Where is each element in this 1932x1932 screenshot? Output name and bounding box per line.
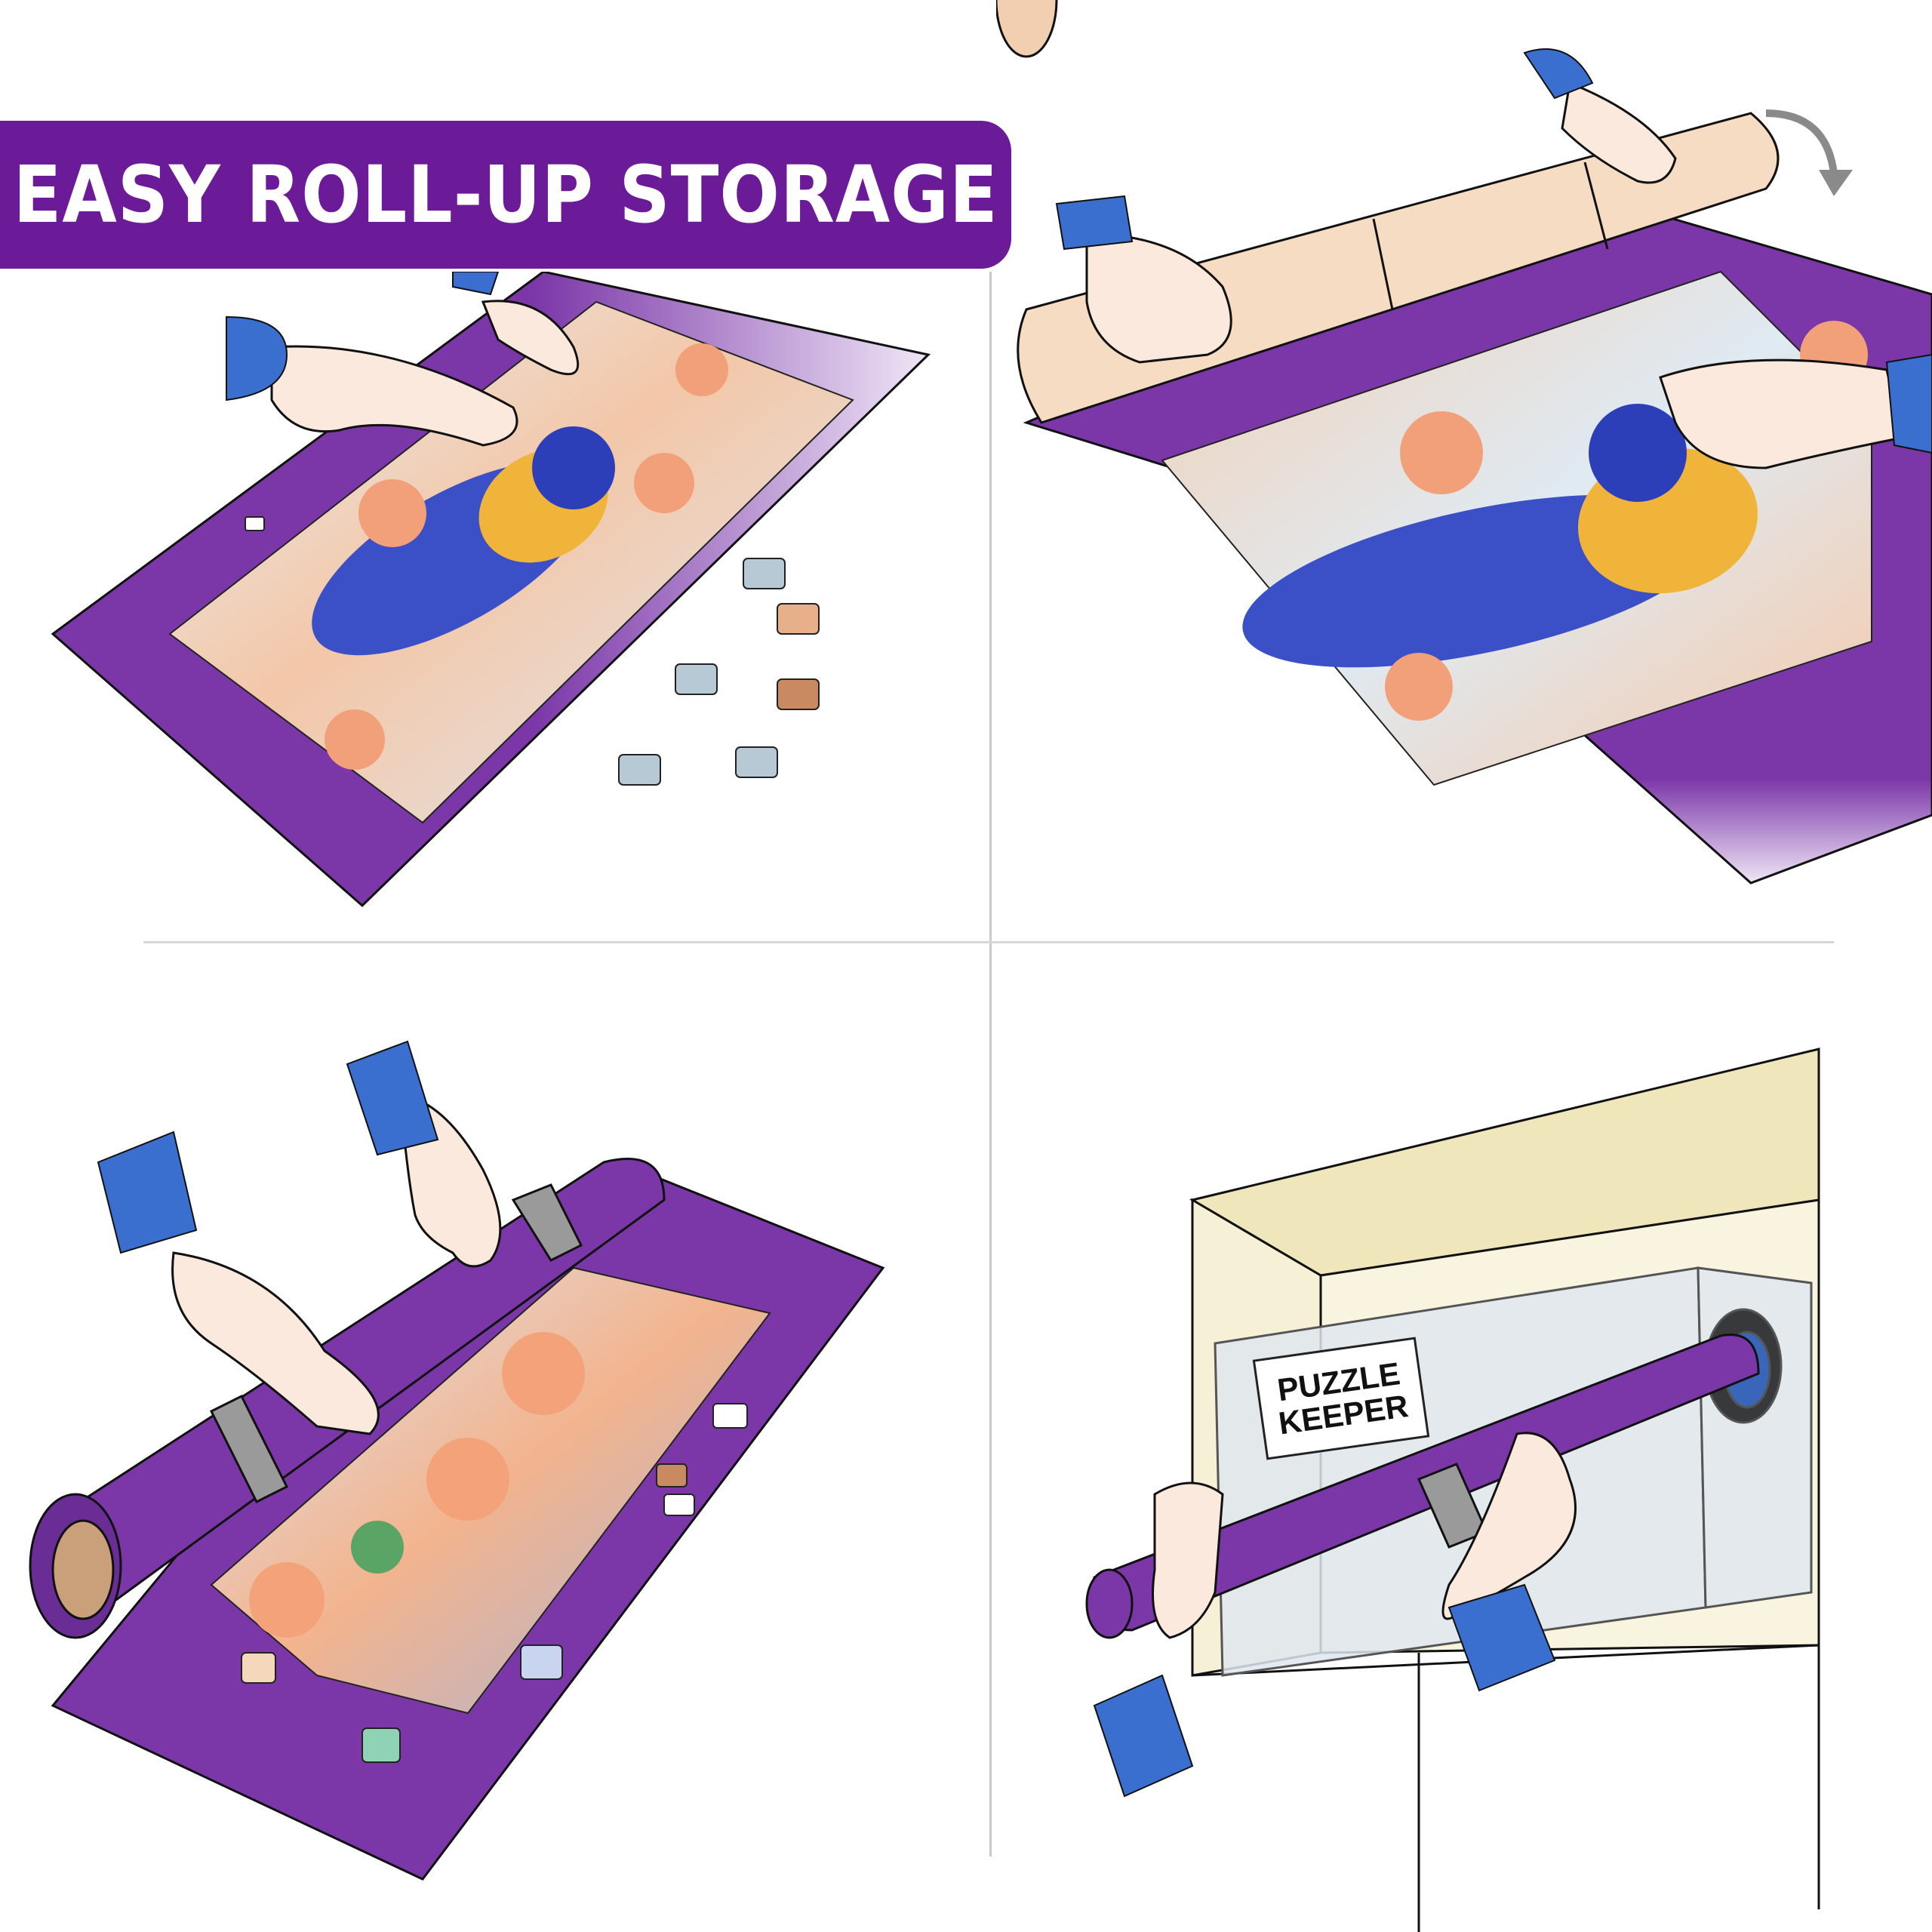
puzzle-keeper-label-text: PUZZLE KEEPER	[1275, 1355, 1411, 1441]
panel-assemble-puzzle	[0, 272, 981, 936]
hands-holding	[1152, 1432, 1577, 1639]
hands-assembling	[270, 300, 580, 447]
title-banner: EASY ROLL-UP STORAGE	[0, 121, 1011, 269]
rolled-mat-tube	[1085, 1334, 1760, 1639]
bird-head	[532, 426, 615, 509]
sleeves	[1093, 1583, 1556, 1798]
loose-puzzle-pieces	[241, 1403, 748, 1763]
banner-title: EASY ROLL-UP STORAGE	[13, 149, 998, 241]
vertical-divider	[989, 272, 992, 1857]
horizontal-divider	[143, 941, 1834, 943]
bird-head	[1589, 404, 1687, 502]
loose-puzzle-pieces	[245, 516, 820, 786]
sleeves	[1055, 48, 1932, 454]
panel-rolled-mat	[0, 951, 981, 1932]
hands-rolling	[1085, 81, 1903, 469]
rotate-arrow-icon	[1765, 109, 1853, 196]
sleeves	[226, 272, 500, 401]
panel-roll-up	[996, 0, 1932, 936]
panel-storage	[996, 951, 1932, 1932]
sleeves	[97, 1040, 439, 1254]
